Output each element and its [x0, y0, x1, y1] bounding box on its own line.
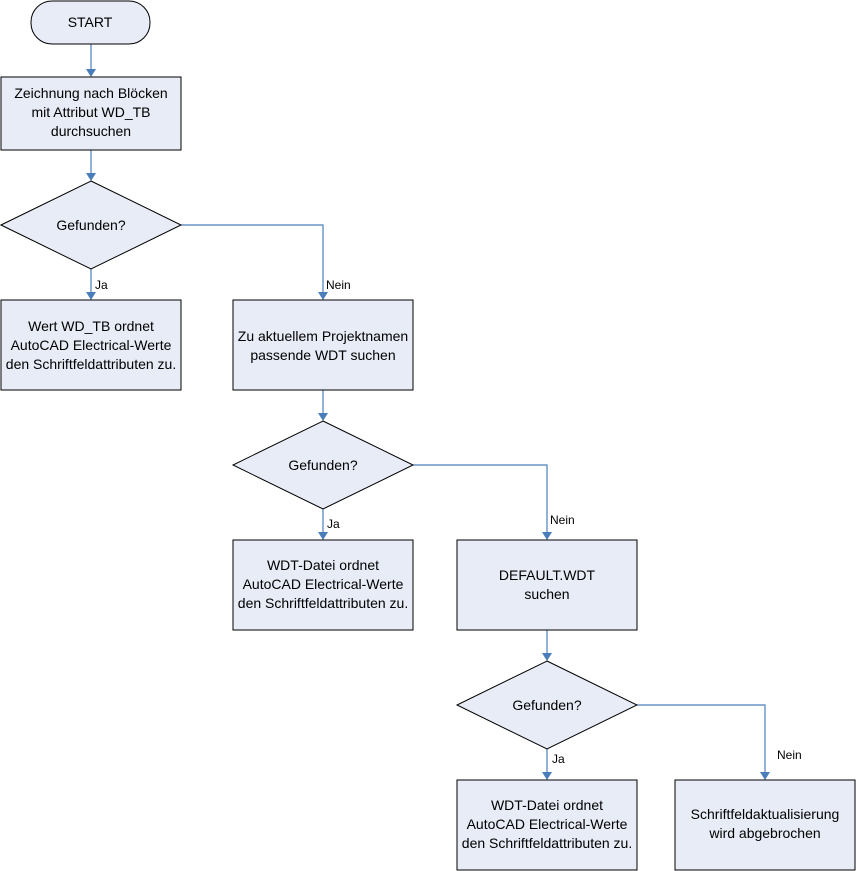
- edge-label-no-3: Nein: [777, 748, 802, 762]
- node-text-line: durchsuchen: [51, 123, 131, 139]
- node-text-line: den Schriftfeldattributen zu.: [6, 356, 176, 372]
- arrowhead: [318, 413, 328, 421]
- node-text-line: WDT-Datei ordnet: [491, 797, 603, 813]
- node-text-line: Zu aktuellem Projektnamen: [238, 328, 408, 344]
- node-text-line: mit Attribut WD_TB: [31, 104, 150, 120]
- edge-label-yes-2: Ja: [327, 517, 340, 531]
- edge-decision1-no: [181, 224, 324, 293]
- node-assign-wdt-2: WDT-Datei ordnet AutoCAD Electrical-Wert…: [456, 779, 638, 871]
- node-text-line: WDT-Datei ordnet: [267, 557, 379, 573]
- node-text-line: Zeichnung nach Blöcken: [14, 85, 167, 101]
- arrowhead: [318, 532, 328, 540]
- node-text-line: Wert WD_TB ordnet: [28, 318, 154, 334]
- node-search-blocks: Zeichnung nach Blöcken mit Attribut WD_T…: [0, 76, 182, 151]
- arrowhead: [86, 292, 96, 300]
- node-decision-3-label: Gefunden?: [512, 697, 581, 713]
- node-text-line: passende WDT suchen: [250, 347, 395, 363]
- node-start-label: START: [68, 14, 113, 30]
- node-start: START: [30, 0, 151, 45]
- arrowhead: [760, 772, 770, 780]
- edge-decision3-no: [637, 704, 766, 773]
- connectors: [86, 44, 770, 780]
- node-decision-3: Gefunden?: [455, 660, 639, 750]
- node-search-project-wdt: Zu aktuellem Projektnamen passende WDT s…: [232, 299, 414, 391]
- edge-label-yes-1: Ja: [95, 278, 108, 292]
- node-decision-2: Gefunden?: [231, 420, 415, 510]
- edge-label-yes-3: Ja: [552, 752, 565, 766]
- node-text-line: wird abgebrochen: [708, 825, 820, 841]
- arrowhead: [318, 292, 328, 300]
- arrowhead: [542, 532, 552, 540]
- arrowhead: [542, 653, 552, 661]
- arrowhead: [542, 772, 552, 780]
- node-text-line: AutoCAD Electrical-Werte: [11, 337, 172, 353]
- node-text-line: DEFAULT.WDT: [499, 567, 596, 583]
- node-text-line: Schriftfeldaktualisierung: [691, 806, 840, 822]
- node-assign-wdt-1: WDT-Datei ordnet AutoCAD Electrical-Wert…: [232, 539, 414, 631]
- node-text-line: AutoCAD Electrical-Werte: [243, 576, 404, 592]
- node-abort: Schriftfeldaktualisierung wird abgebroch…: [674, 779, 856, 871]
- node-text-line: den Schriftfeldattributen zu.: [462, 835, 632, 851]
- node-search-default-wdt: DEFAULT.WDT suchen: [456, 539, 638, 631]
- node-decision-2-label: Gefunden?: [288, 457, 357, 473]
- node-text-line: suchen: [524, 586, 569, 602]
- edge-label-no-1: Nein: [326, 278, 351, 292]
- arrowhead: [86, 173, 96, 181]
- node-text-line: den Schriftfeldattributen zu.: [238, 595, 408, 611]
- edge-decision2-no: [413, 464, 548, 533]
- node-decision-1: Gefunden?: [0, 180, 183, 270]
- node-text-line: AutoCAD Electrical-Werte: [467, 816, 628, 832]
- node-assign-wdtb: Wert WD_TB ordnet AutoCAD Electrical-Wer…: [0, 299, 182, 391]
- edge-label-no-2: Nein: [550, 513, 575, 527]
- arrowhead: [86, 69, 96, 77]
- node-decision-1-label: Gefunden?: [56, 217, 125, 233]
